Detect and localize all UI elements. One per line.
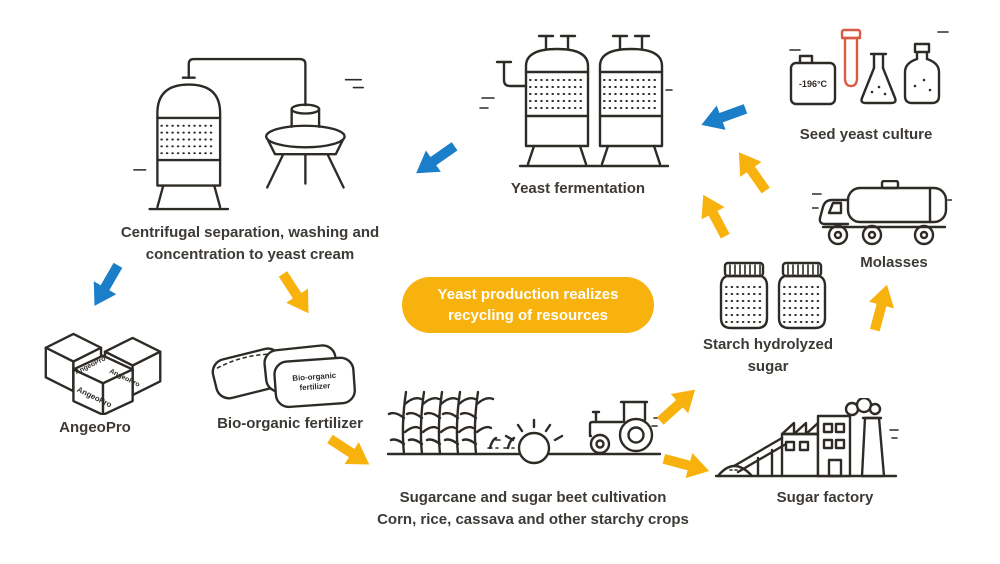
fermentation-tanks-icon — [479, 34, 673, 168]
product-boxes-icon: AngeoPro AngeoPro AngeoPro — [44, 332, 162, 415]
flow-arrow-cultivation-to-factory — [662, 452, 710, 479]
flow-arrow-fertilizer-to-cultivation — [327, 434, 370, 465]
flow-arrow-cultivation-to-starch — [656, 389, 696, 425]
flow-arrow-starch-to-fermentation — [701, 194, 730, 239]
starch-sugar-label: Starch hydrolyzed sugar — [702, 336, 834, 375]
sugar-factory-label: Sugar factory — [776, 489, 874, 506]
angeopro-label: AngeoPro — [59, 419, 131, 436]
fertilizer-bag-text-line1: Bio-organic — [292, 371, 337, 383]
center-banner: Yeast production realizes recycling of r… — [402, 277, 654, 333]
centrifuge-tank-icon — [133, 57, 364, 211]
sugar-jars-icon — [719, 261, 827, 330]
bio-fertilizer-label: Bio-organic fertilizer — [217, 415, 363, 432]
flow-arrow-fermentation-to-centrifugal — [416, 142, 458, 174]
seed-yeast-culture-icon: -196°C — [789, 28, 949, 106]
flow-arrow-molasses-to-fermentation — [738, 152, 770, 194]
fermentation-label: Yeast fermentation — [510, 180, 646, 197]
farm-field-icon — [386, 390, 663, 465]
seed-culture-label: Seed yeast culture — [799, 126, 933, 143]
fertilizer-bag-text-line2: fertilizer — [299, 381, 330, 392]
flow-arrow-seed-to-fermentation — [701, 104, 748, 130]
tanker-truck-icon — [812, 180, 952, 246]
flow-arrow-centrifugal-to-fertilizer — [278, 271, 309, 314]
flow-arrow-factory-to-molasses — [868, 284, 895, 332]
fertilizer-bags-icon: Bio-organic fertilizer — [211, 344, 356, 409]
centrifugal-label: Centrifugal separation, washing and conc… — [120, 224, 380, 263]
flow-arrow-centrifugal-to-angeopro — [93, 262, 123, 306]
molasses-label: Molasses — [860, 254, 928, 271]
cryo-temp-label: -196°C — [799, 79, 828, 89]
cultivation-label: Sugarcane and sugar beet cultivation Cor… — [377, 489, 689, 528]
factory-icon — [714, 398, 899, 478]
